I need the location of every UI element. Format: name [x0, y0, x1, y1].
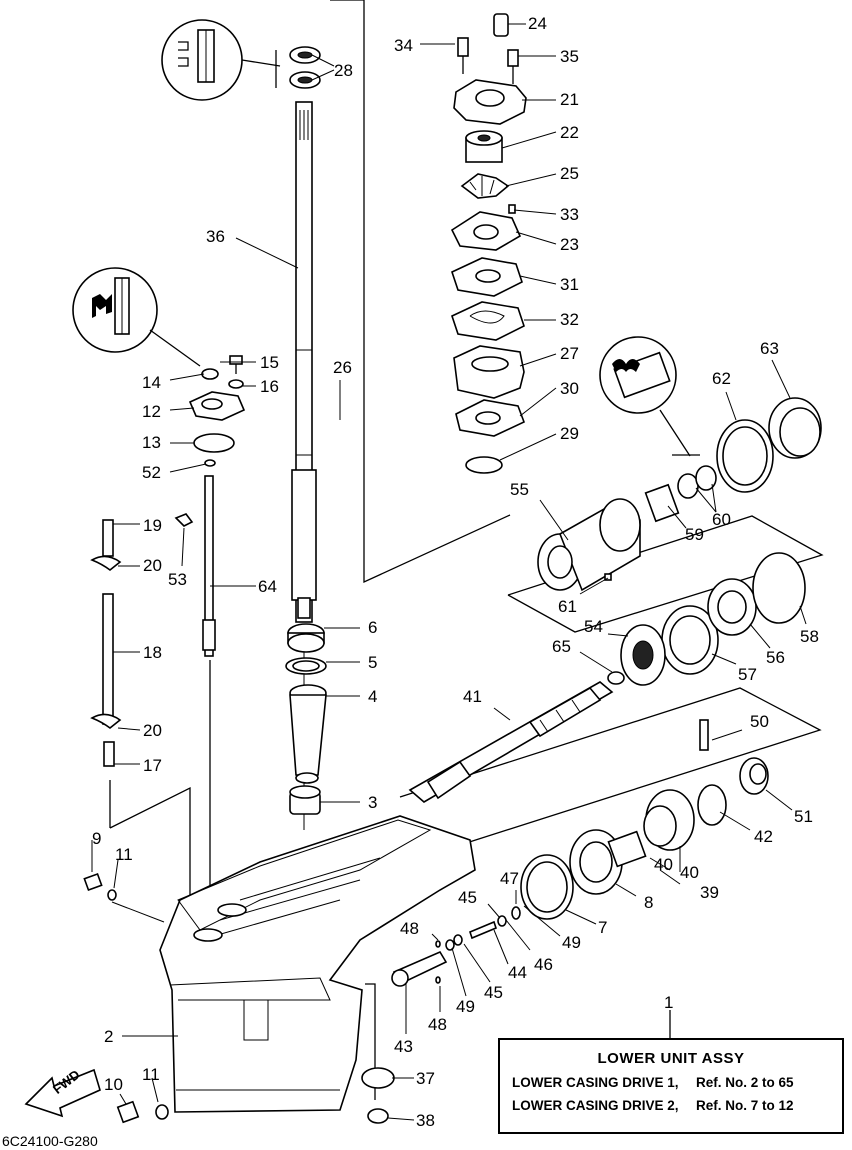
lower-casing: [159, 815, 476, 1113]
callout-59: 59: [685, 525, 704, 544]
callout-11a: 11: [115, 845, 133, 864]
title-block-row-2-ref: Ref. No. 7 to 12: [696, 1098, 794, 1113]
callout-57: 57: [738, 665, 757, 684]
callout-22: 22: [560, 123, 579, 142]
callout-17: 17: [143, 756, 162, 775]
callout-10: 10: [104, 1075, 123, 1094]
callout-55: 55: [510, 480, 529, 499]
callout-21: 21: [560, 90, 579, 109]
callout-37: 37: [416, 1069, 435, 1088]
callout-45b: 45: [484, 983, 503, 1002]
callout-54: 54: [584, 617, 603, 636]
callout-14: 14: [142, 373, 161, 392]
callout-40b: 40: [680, 863, 699, 882]
callout-28: 28: [334, 61, 353, 80]
drive-shaft: [291, 101, 317, 830]
shift-rod-parts: [90, 355, 246, 935]
callout-52: 52: [142, 463, 161, 482]
callout-56: 56: [766, 648, 785, 667]
callout-50: 50: [750, 712, 769, 731]
callout-33: 33: [560, 205, 579, 224]
forward-gear-stack: [520, 719, 769, 920]
callout-43: 43: [394, 1037, 413, 1056]
callout-24: 24: [528, 14, 547, 33]
callout-25: 25: [560, 164, 579, 183]
drawing-code: 6C24100-G280: [2, 1133, 98, 1149]
propeller-shaft: [408, 671, 625, 803]
callout-1: 1: [664, 993, 673, 1012]
callout-19: 19: [143, 516, 162, 535]
callout-47: 47: [500, 869, 519, 888]
callout-8: 8: [644, 893, 653, 912]
callout-45a: 45: [458, 888, 477, 907]
callout-20a: 20: [143, 556, 162, 575]
title-block-heading: LOWER UNIT ASSY: [597, 1050, 745, 1067]
callout-6: 6: [368, 618, 377, 637]
leader-lines: [91, 23, 807, 1121]
callout-12: 12: [142, 402, 161, 421]
callout-48a: 48: [400, 919, 419, 938]
shift-plunger-parts: [391, 906, 521, 987]
callout-31: 31: [560, 275, 579, 294]
title-block-row-1-name: LOWER CASING DRIVE 1,: [512, 1075, 679, 1090]
callout-5: 5: [368, 653, 377, 672]
callout-7: 7: [598, 918, 607, 937]
callout-61: 61: [558, 597, 577, 616]
callout-40a: 40: [654, 855, 673, 874]
bottom-parts: [83, 872, 395, 1124]
callout-64: 64: [258, 577, 277, 596]
callout-20b: 20: [143, 721, 162, 740]
callout-65: 65: [552, 637, 571, 656]
title-block: LOWER UNIT ASSY LOWER CASING DRIVE 1, Re…: [498, 1038, 844, 1134]
water-pump-assembly: [450, 13, 527, 474]
callout-13: 13: [142, 433, 161, 452]
callout-49b: 49: [456, 997, 475, 1016]
callout-62: 62: [712, 369, 731, 388]
callout-30: 30: [560, 379, 579, 398]
callout-35: 35: [560, 47, 579, 66]
callout-9: 9: [92, 829, 101, 848]
callout-15: 15: [260, 353, 279, 372]
fwd-arrow-icon: [24, 1068, 101, 1118]
callout-53: 53: [168, 570, 187, 589]
callout-29: 29: [560, 424, 579, 443]
callout-3: 3: [368, 793, 377, 812]
callout-41: 41: [463, 687, 482, 706]
grease-icon: [599, 336, 700, 457]
callout-16: 16: [260, 377, 279, 396]
bearing-housing: [537, 397, 822, 686]
callout-18: 18: [143, 643, 162, 662]
callout-34: 34: [394, 36, 413, 55]
callout-2: 2: [104, 1027, 113, 1046]
callout-49a: 49: [562, 933, 581, 952]
callout-27: 27: [560, 344, 579, 363]
callout-46: 46: [534, 955, 553, 974]
callout-11b: 11: [142, 1065, 160, 1084]
callout-26: 26: [333, 358, 352, 377]
callout-60: 60: [712, 510, 731, 529]
callout-38: 38: [416, 1111, 435, 1130]
callout-numbers: 28 24 34 35 21 22 25 33 23 31 32 27 30 2…: [92, 14, 819, 1130]
oil-seal-icon: [161, 19, 281, 101]
callout-63: 63: [760, 339, 779, 358]
diagram-frame-lines: [109, 0, 824, 1100]
loctite-icon: [72, 267, 201, 367]
callout-32: 32: [560, 310, 579, 329]
callout-39: 39: [700, 883, 719, 902]
callout-58: 58: [800, 627, 819, 646]
title-block-row-1-ref: Ref. No. 2 to 65: [696, 1075, 794, 1090]
callout-4: 4: [368, 687, 377, 706]
callout-42: 42: [754, 827, 773, 846]
oil-seals: [289, 46, 321, 89]
callout-36: 36: [206, 227, 225, 246]
title-block-row-2-name: LOWER CASING DRIVE 2,: [512, 1098, 679, 1113]
callout-51: 51: [794, 807, 813, 826]
callout-44: 44: [508, 963, 527, 982]
callout-48b: 48: [428, 1015, 447, 1034]
callout-23: 23: [560, 235, 579, 254]
drive-shaft-bushings: [285, 623, 327, 815]
